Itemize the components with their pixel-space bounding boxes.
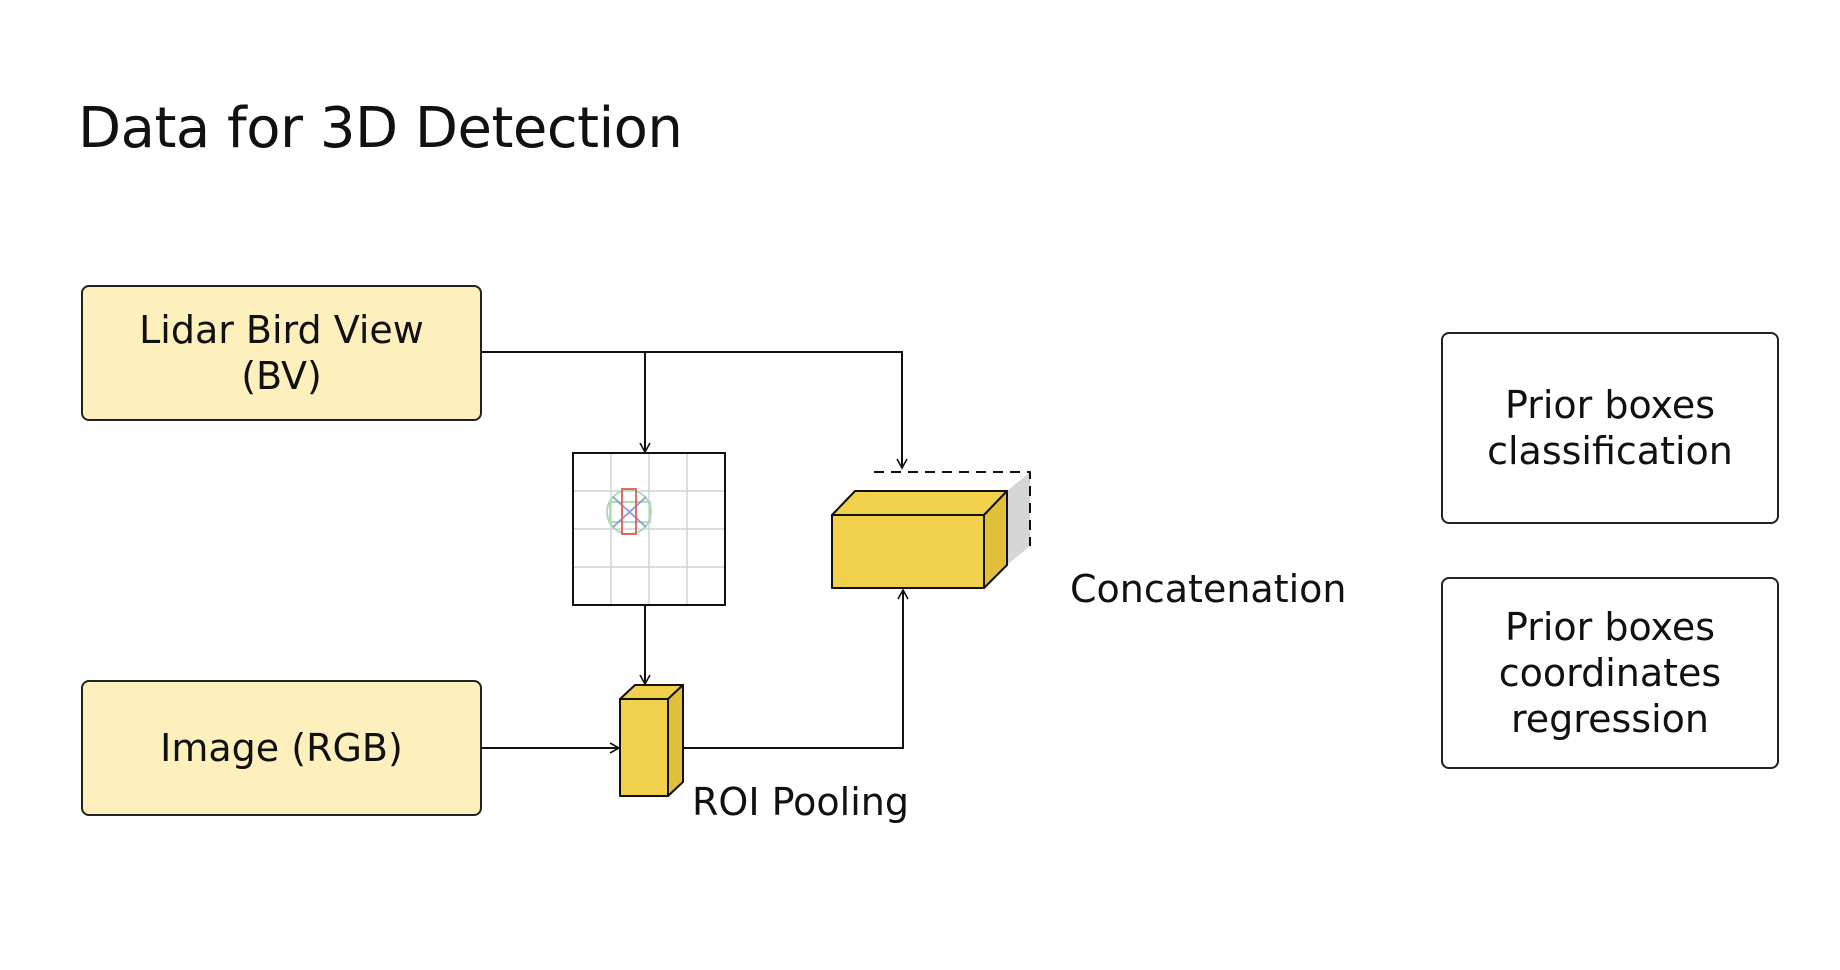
bv-to-proposal-arrow [481, 351, 651, 454]
prior-boxes-classification-box: Prior boxes classification [1441, 332, 1779, 524]
lidar-label-line2: (BV) [241, 354, 322, 398]
lidar-bird-view-box: Lidar Bird View (BV) [81, 285, 482, 421]
regression-line2: coordinates [1498, 651, 1722, 695]
regression-line3: regression [1511, 697, 1709, 741]
concatenation-block [831, 471, 1031, 589]
classification-line1: Prior boxes [1504, 383, 1716, 427]
lidar-label-line1: Lidar Bird View [139, 308, 424, 352]
bv-to-concat-arrow [645, 351, 908, 470]
slide-title: Data for 3D Detection [78, 96, 683, 161]
proposal-grid [572, 452, 726, 606]
connectors [481, 351, 909, 754]
prior-boxes-regression-box: Prior boxes coordinates regression [1441, 577, 1779, 769]
roi-pooling-label: ROI Pooling [692, 780, 909, 824]
regression-line1: Prior boxes [1504, 605, 1716, 649]
image-label: Image (RGB) [160, 726, 403, 770]
proposal-boxes-icon [606, 488, 652, 535]
roi-to-concat-arrow [684, 588, 909, 749]
image-rgb-box: Image (RGB) [81, 680, 482, 816]
roi-pooling-block [619, 684, 684, 797]
classification-line2: classification [1487, 429, 1733, 473]
concatenation-label: Concatenation [1070, 567, 1347, 611]
